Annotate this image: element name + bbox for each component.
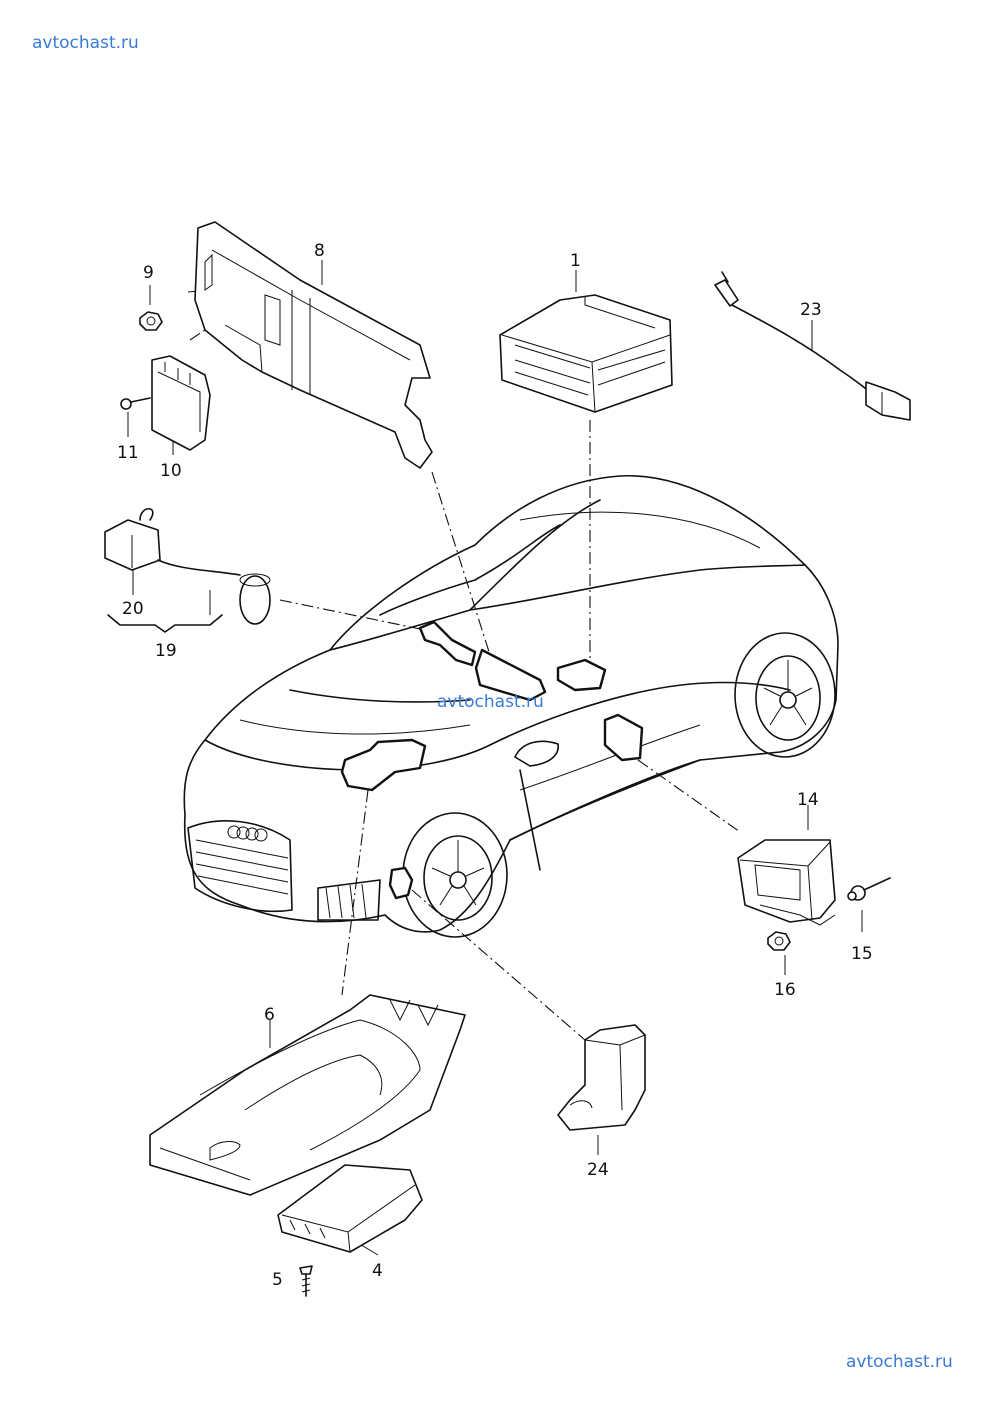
- part-15-bolt: [847, 877, 891, 901]
- part-9-nut: [139, 311, 163, 331]
- part-23-antenna-cable: [714, 271, 911, 421]
- car-illustration: [183, 475, 839, 938]
- audi-rings-logo: [227, 825, 268, 842]
- watermark-bottom-right: avtochast.ru: [846, 1352, 953, 1372]
- location-outline-center: [474, 648, 547, 702]
- part-4-module: [277, 1164, 423, 1253]
- location-outline-front: [388, 866, 414, 900]
- front-wheel: [402, 812, 508, 938]
- part-8-bracket: [194, 221, 433, 469]
- callout-23: 23: [800, 300, 822, 320]
- location-outline-dash: [418, 620, 477, 667]
- location-outline-hood: [340, 738, 427, 792]
- part-1-head-unit: [499, 294, 673, 413]
- part-14-control-unit: [737, 839, 836, 926]
- callout-6: 6: [264, 1005, 275, 1025]
- leader-lines: [107, 260, 863, 1256]
- callouts: 1 8 9 11 10 23 20 19 14 15 16 6 24 4 5: [117, 241, 873, 1290]
- callout-15: 15: [851, 944, 873, 964]
- callout-24: 24: [587, 1160, 609, 1180]
- callout-8: 8: [314, 241, 325, 261]
- callout-11: 11: [117, 443, 139, 463]
- part-16-nut: [767, 931, 791, 951]
- callout-10: 10: [160, 461, 182, 481]
- callout-14: 14: [797, 790, 819, 810]
- part-10-module: [151, 355, 211, 451]
- callout-4: 4: [372, 1261, 383, 1281]
- callout-9: 9: [143, 263, 154, 283]
- part-11-screw: [120, 397, 151, 410]
- callout-5: 5: [272, 1270, 283, 1290]
- callout-20: 20: [122, 599, 144, 619]
- part-24-foam-block: [557, 1024, 646, 1131]
- watermark-top-left: avtochast.ru: [32, 33, 139, 53]
- part-19-20-cable-assembly: [104, 507, 271, 625]
- rear-wheel: [734, 632, 836, 758]
- callout-1: 1: [570, 251, 581, 271]
- callout-19: 19: [155, 641, 177, 661]
- location-outline-tray: [556, 658, 607, 692]
- callout-16: 16: [774, 980, 796, 1000]
- watermark-center: avtochast.ru: [437, 692, 544, 712]
- part-5-screw: [299, 1265, 313, 1297]
- location-outline-side: [603, 713, 644, 762]
- part-6-tray: [149, 994, 466, 1196]
